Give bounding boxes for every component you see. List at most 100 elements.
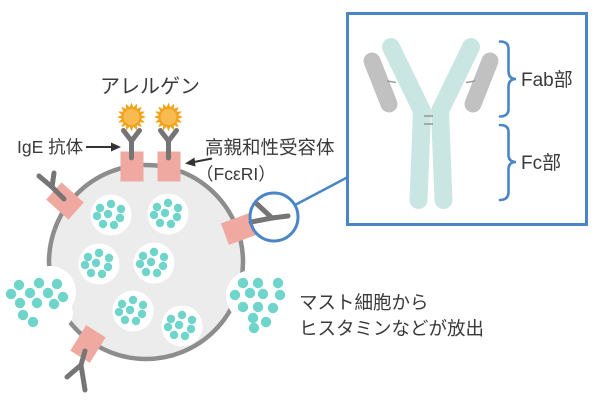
- histamine-dot: [95, 203, 105, 213]
- histamine-dot: [166, 314, 176, 324]
- histamine-dot: [98, 219, 108, 229]
- histamine-dot: [160, 208, 170, 218]
- allergen-core: [160, 109, 177, 125]
- histamine-dot: [116, 204, 126, 214]
- ige-antibodies: [36, 128, 291, 393]
- histamine-dot: [187, 315, 197, 325]
- histamine-dot: [117, 299, 127, 309]
- histamine-dot: [86, 268, 96, 278]
- histamine-dot: [27, 316, 39, 328]
- allergen-core: [123, 109, 140, 125]
- histamine-dot: [97, 269, 107, 279]
- histamine-dot: [109, 220, 119, 230]
- histamine-dot: [106, 199, 116, 209]
- histamine-dot: [131, 316, 141, 326]
- histamine-dot: [272, 277, 284, 289]
- histamine-dot: [172, 212, 182, 222]
- histamine-dot: [104, 253, 114, 263]
- histamine-dot: [174, 320, 184, 330]
- histamine-dot: [33, 277, 45, 289]
- ige-antibody: [158, 128, 179, 161]
- histamine-dot: [158, 261, 168, 271]
- histamine-dot: [92, 211, 102, 221]
- histamine-dot: [48, 298, 60, 310]
- release-caption-line2: ヒスタミンなどが放出: [299, 318, 484, 339]
- callout-line: [294, 175, 349, 207]
- histamine-dot: [166, 219, 176, 229]
- ige-antibody: [121, 128, 142, 161]
- receptor-label-line2: （FcεRI）: [196, 164, 276, 184]
- fcer1-receptor: [70, 325, 106, 363]
- histamine-dot: [83, 252, 93, 262]
- histamine-dot: [103, 209, 113, 219]
- heavy-chains: [382, 38, 480, 209]
- disulfide-bonds: [386, 80, 476, 125]
- histamine-dot: [152, 202, 162, 212]
- region-brackets: [498, 40, 517, 202]
- light-chains: [363, 52, 499, 113]
- inset-antibody: Fab部 Fc部: [363, 38, 573, 209]
- released-histamine-right: [229, 277, 286, 334]
- histamine-dot: [138, 300, 148, 310]
- histamine-dot: [42, 287, 54, 299]
- histamine-dot: [180, 331, 190, 341]
- fcer1-receptor: [157, 151, 181, 182]
- histamine-dot: [252, 301, 264, 313]
- ige-antibody: [36, 170, 67, 202]
- histamine-dot: [14, 297, 26, 309]
- histamine-dot: [247, 312, 259, 324]
- histamine-dot: [80, 260, 90, 270]
- light-chain: [464, 52, 499, 113]
- histamine-dot: [137, 309, 147, 319]
- histamine-dot: [5, 288, 17, 300]
- histamine-dot: [173, 203, 183, 213]
- histamine-dot: [149, 247, 159, 257]
- ige-antibody: [64, 348, 88, 393]
- histamine-dot: [135, 259, 145, 269]
- magnifier-circle: [248, 191, 300, 243]
- histamine-dot: [274, 289, 286, 301]
- histamine-dot: [17, 309, 29, 321]
- release-caption-line1: マスト細胞から: [299, 292, 429, 313]
- histamine-dot: [91, 258, 101, 268]
- ige-antibody: [248, 201, 291, 225]
- receptor-arrow: [185, 157, 213, 167]
- histamine-dot: [24, 287, 36, 299]
- histamine-dot: [128, 295, 138, 305]
- histamine-dot: [125, 305, 135, 315]
- histamine-dot: [257, 288, 269, 300]
- histamine-dot: [94, 248, 104, 258]
- light-chain: [363, 52, 398, 113]
- histamine-dot: [186, 324, 196, 334]
- histamine-dot: [51, 278, 63, 290]
- heavy-chain: [382, 38, 431, 209]
- fcer1-receptor: [120, 151, 144, 182]
- fc-label: Fc部: [521, 152, 561, 174]
- ige-antibody-label: IgE 抗体: [17, 137, 84, 157]
- histamine-dot: [177, 310, 187, 320]
- fcer1-receptor: [220, 213, 258, 245]
- allergens: [117, 102, 183, 132]
- histamine-dot: [31, 297, 43, 309]
- histamine-dot: [138, 251, 148, 261]
- histamine-dot: [159, 252, 169, 262]
- histamine-dot: [103, 262, 113, 272]
- histamine-dot: [237, 301, 249, 313]
- histamine-dot: [149, 210, 159, 220]
- histamine-dot: [155, 218, 165, 228]
- ige-arrow: [86, 142, 121, 152]
- histamine-dot: [229, 289, 241, 301]
- allergen-label: アレルゲン: [100, 75, 200, 98]
- histamine-dot: [146, 257, 156, 267]
- histamine-dot: [163, 322, 173, 332]
- histamine-dot: [169, 330, 179, 340]
- histamine-dot: [237, 277, 249, 289]
- histamine-dot: [115, 213, 125, 223]
- heavy-chain: [431, 38, 480, 209]
- histamine-dot: [248, 322, 260, 334]
- histamine-dot: [244, 287, 256, 299]
- histamine-dot: [252, 277, 264, 289]
- released-histamine-left: [5, 277, 69, 328]
